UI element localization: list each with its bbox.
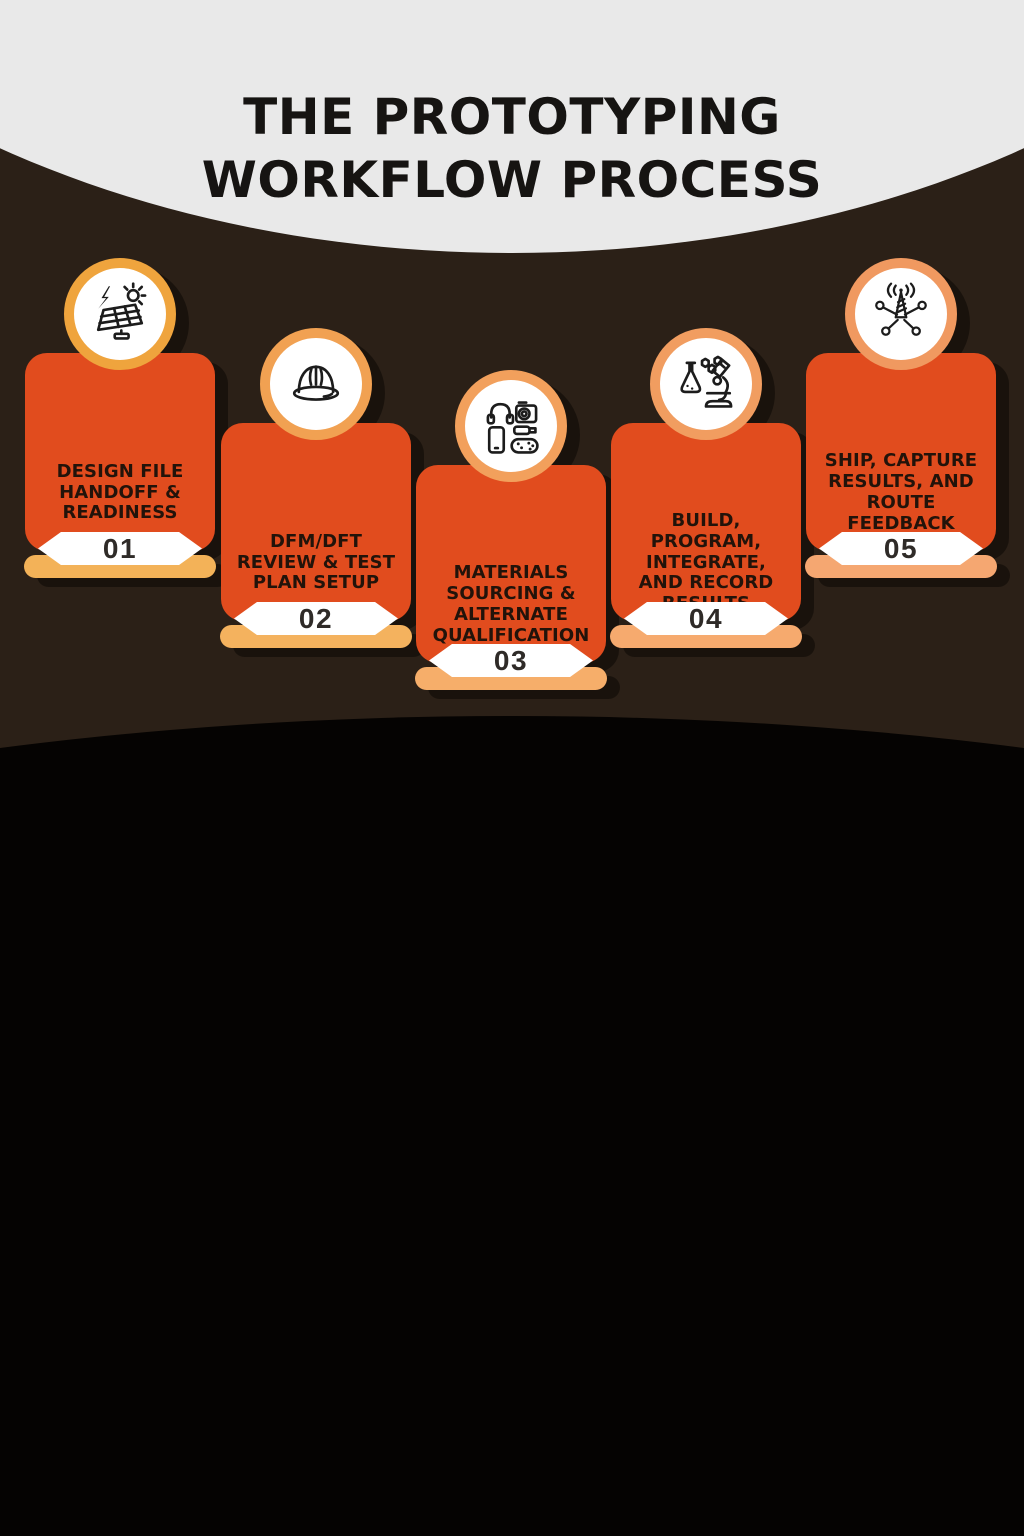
step-number: 05 bbox=[883, 532, 919, 564]
step-number-badge: 05 bbox=[819, 532, 983, 565]
solar-panel-icon bbox=[96, 282, 147, 340]
step-number: 01 bbox=[102, 532, 138, 564]
step-number: 04 bbox=[688, 602, 724, 634]
step-icon-circle bbox=[455, 370, 567, 482]
step-number-badge: 03 bbox=[429, 644, 593, 677]
step-number-badge: 02 bbox=[234, 602, 398, 635]
process-step-3: MATERIALS SOURCING & ALTERNATE QUALIFICA… bbox=[415, 370, 607, 692]
process-step-1: DESIGN FILE HANDOFF & READINESS 01 bbox=[24, 258, 216, 580]
hard-hat-icon bbox=[292, 365, 340, 401]
step-title: DFM/DFT REVIEW & TEST PLAN SETUP bbox=[236, 530, 396, 594]
bottom-dome-background bbox=[0, 716, 1024, 1536]
step-number-badge: 04 bbox=[624, 602, 788, 635]
step-card: DESIGN FILE HANDOFF & READINESS bbox=[25, 353, 215, 551]
step-title: SHIP, CAPTURE RESULTS, AND ROUTE FEEDBAC… bbox=[824, 450, 978, 534]
step-number: 02 bbox=[298, 602, 334, 634]
process-step-4: BUILD, PROGRAM, INTEGRATE, AND RECORD RE… bbox=[610, 328, 802, 650]
step-card: BUILD, PROGRAM, INTEGRATE, AND RECORD RE… bbox=[611, 423, 801, 621]
step-number-badge: 01 bbox=[38, 532, 202, 565]
process-step-5: SHIP, CAPTURE RESULTS, AND ROUTE FEEDBAC… bbox=[805, 258, 997, 580]
step-number: 03 bbox=[493, 644, 529, 676]
step-title: BUILD, PROGRAM, INTEGRATE, AND RECORD RE… bbox=[638, 509, 774, 614]
gadgets-icon bbox=[486, 401, 539, 454]
step-title: MATERIALS SOURCING & ALTERNATE QUALIFICA… bbox=[432, 562, 590, 646]
antenna-icon bbox=[875, 282, 927, 336]
step-card: MATERIALS SOURCING & ALTERNATE QUALIFICA… bbox=[416, 465, 606, 663]
step-icon-circle bbox=[64, 258, 176, 370]
step-title: DESIGN FILE HANDOFF & READINESS bbox=[56, 460, 184, 524]
microscope-icon bbox=[680, 355, 733, 408]
process-step-2: DFM/DFT REVIEW & TEST PLAN SETUP 02 bbox=[220, 328, 412, 650]
step-card: DFM/DFT REVIEW & TEST PLAN SETUP bbox=[221, 423, 411, 621]
infographic-title: THE PROTOTYPING WORKFLOW PROCESS bbox=[201, 87, 823, 209]
step-icon-circle bbox=[260, 328, 372, 440]
step-icon-circle bbox=[650, 328, 762, 440]
step-card: SHIP, CAPTURE RESULTS, AND ROUTE FEEDBAC… bbox=[806, 353, 996, 551]
step-icon-circle bbox=[845, 258, 957, 370]
